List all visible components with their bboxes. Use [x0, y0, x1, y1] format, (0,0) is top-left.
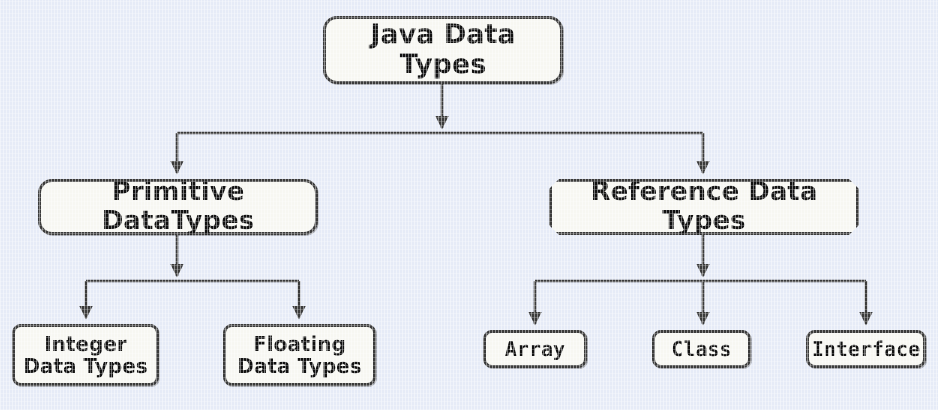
node-label: Integer Data Types: [23, 331, 148, 378]
node-array[interactable]: Array: [483, 330, 587, 368]
node-label: Java Data Types: [370, 18, 516, 80]
node-primitive-data-types[interactable]: Primitive DataTypes: [38, 176, 318, 236]
node-label: Primitive DataTypes: [101, 176, 255, 236]
node-label: Floating Data Types: [237, 331, 362, 378]
node-integer-data-types[interactable]: Integer Data Types: [12, 324, 159, 386]
node-java-data-types[interactable]: Java Data Types: [323, 16, 563, 84]
node-interface[interactable]: Interface: [806, 330, 926, 368]
node-label: Interface: [811, 336, 921, 361]
node-label: Array: [504, 336, 566, 361]
node-label: Class: [671, 336, 732, 361]
node-class[interactable]: Class: [652, 330, 751, 368]
node-floating-data-types[interactable]: Floating Data Types: [223, 324, 376, 386]
node-label: Reference Data Types: [590, 176, 818, 236]
node-reference-data-types[interactable]: Reference Data Types: [549, 179, 859, 235]
